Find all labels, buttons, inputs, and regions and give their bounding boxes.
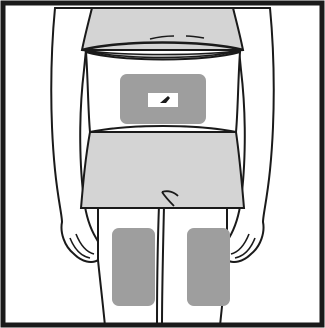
pod-marker [148, 93, 178, 107]
site-right-thigh [187, 228, 230, 306]
shorts [81, 132, 244, 208]
site-left-thigh [112, 228, 155, 306]
